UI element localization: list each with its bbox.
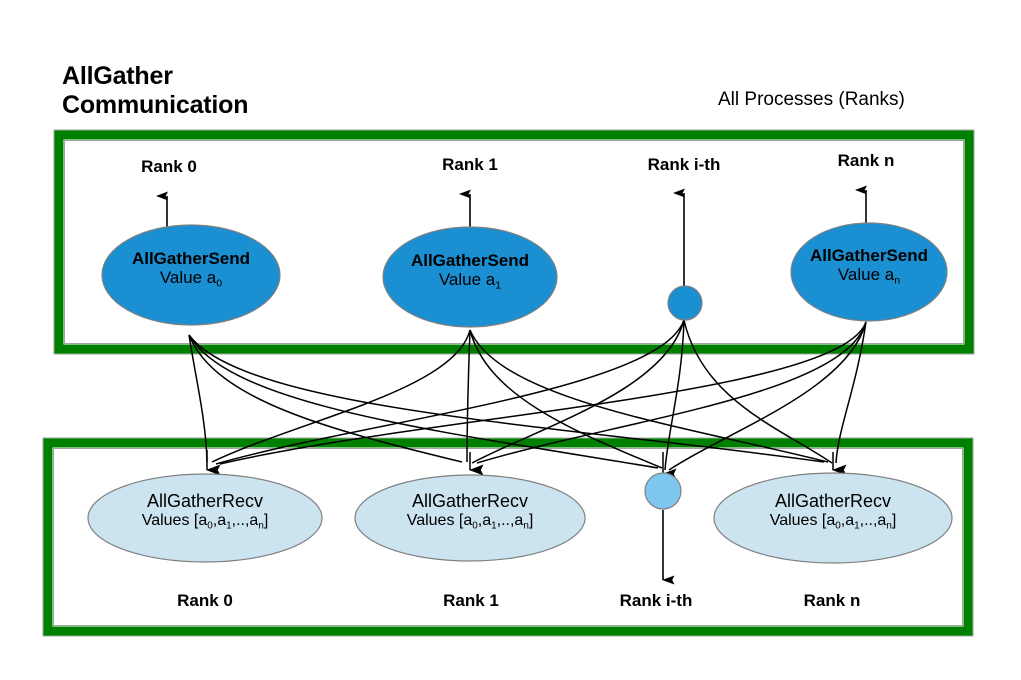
recv-arrowheads [206,450,847,480]
edge-3-to-0 [219,321,867,465]
edge-3-to-1 [476,321,867,464]
edge-3-to-2 [668,321,867,471]
send-group-box [53,129,975,355]
send-rank-label-3: Rank n [837,151,895,170]
edge-2-to-2 [664,319,685,471]
recv-rank-label-3: Rank n [803,591,861,610]
edge-0-to-3 [188,334,825,463]
send-node-1[interactable] [382,226,558,328]
send-node-2-dot[interactable] [667,285,703,321]
recv-rank-label-2: Rank i-th [619,591,693,610]
edge-2-to-0 [215,319,685,465]
recv-rank-label-1: Rank 1 [443,591,499,610]
edge-0-to-2 [188,334,659,469]
send-rank-label-1: Rank 1 [442,155,498,174]
edge-1-to-3 [469,329,829,463]
send-rank-arrows [156,185,867,288]
send-rank-label-0: Rank 0 [141,157,197,176]
send-rank-label-2: Rank i-th [647,155,721,174]
edge-2-to-3 [683,319,833,464]
allgather-edges [188,319,867,471]
recv-rank-label-0: Rank 0 [177,591,233,610]
recv-node-2-dot[interactable] [644,472,682,510]
page-title-line2: Communication [62,90,249,119]
edge-0-to-0 [188,334,208,463]
all-processes-label: All Processes (Ranks) [718,89,905,110]
edge-1-to-1 [466,329,471,463]
edge-1-to-2 [469,329,663,469]
recv-node-3[interactable] [713,472,953,564]
recv-node-1[interactable] [354,474,586,562]
page-title: AllGather Communication [62,62,248,120]
page-title-line1: AllGather [62,62,173,90]
edge-3-to-3 [835,321,867,464]
edge-1-to-0 [211,329,471,463]
send-node-3[interactable] [790,222,948,322]
send-node-0[interactable] [101,224,281,326]
edge-0-to-1 [188,334,463,463]
recv-node-0[interactable] [87,473,323,563]
